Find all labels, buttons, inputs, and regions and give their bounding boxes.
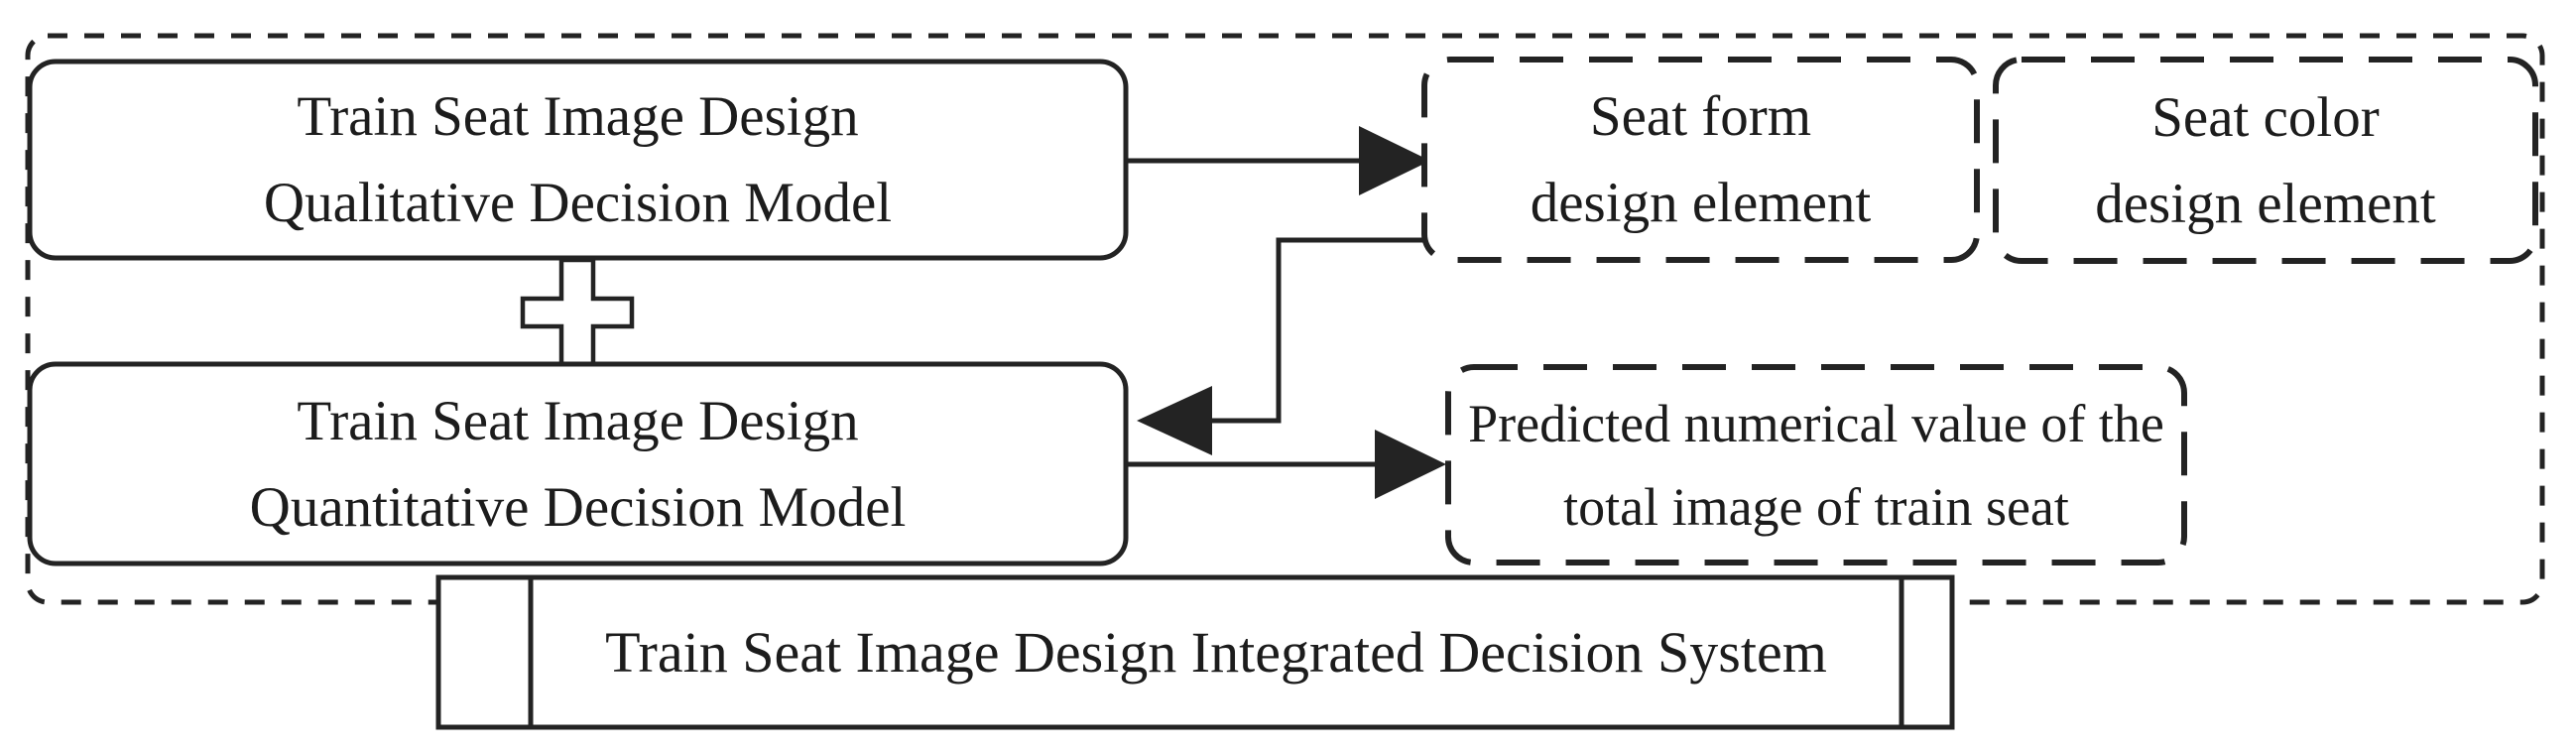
seat-form-element-box (1421, 57, 1980, 263)
arrowhead-left-icon (1137, 386, 1212, 455)
predicted-value-box (1445, 364, 2187, 566)
arrow-quantitative-to-predicted (1126, 430, 1446, 499)
qualitative-model-box (27, 59, 1129, 261)
seat-color-element-box (1993, 57, 2538, 264)
arrowhead-right-icon (1375, 430, 1446, 499)
quantitative-model-box (27, 361, 1129, 566)
arrow-seat-form-to-quantitative (1137, 237, 1424, 455)
integrated-system-box (435, 574, 1955, 730)
plus-operator-icon (520, 257, 635, 368)
arrowhead-right-icon (1359, 126, 1430, 195)
arrow-qualitative-to-seat-form (1126, 126, 1430, 195)
